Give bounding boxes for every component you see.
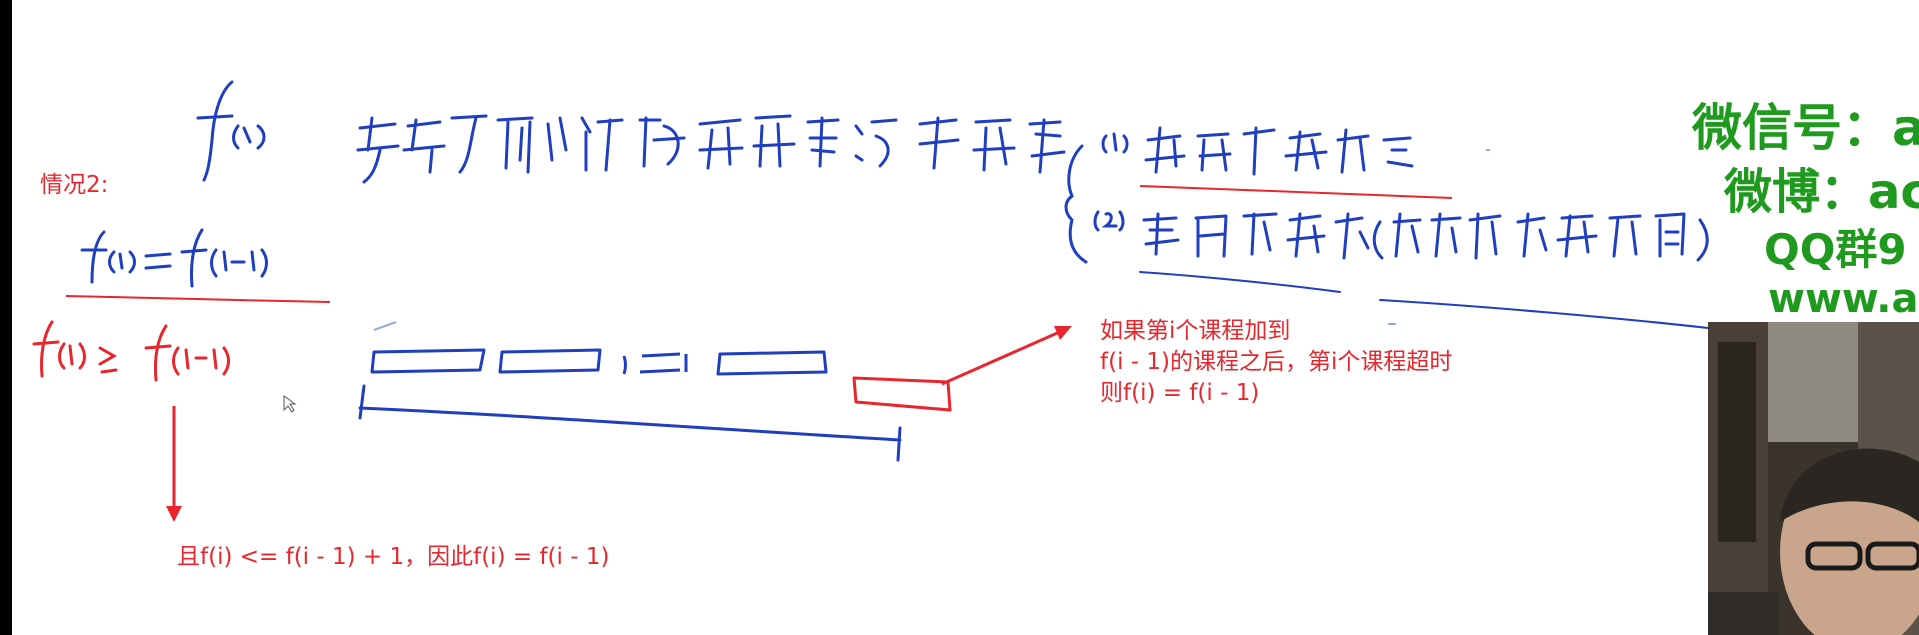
handwriting-description (356, 114, 1066, 184)
cursor-icon (283, 395, 297, 413)
right-note-line: 则f(i) = f(i - 1) (1100, 380, 1260, 406)
watermark-line: 微博：ac (1724, 164, 1919, 220)
webcam-overlay (1708, 322, 1919, 635)
arrow-to-right-note (941, 326, 1072, 386)
handwriting-option-1 (1101, 126, 1414, 176)
handwriting-inequality (32, 320, 230, 382)
time-span-bracket (358, 384, 902, 462)
watermark: 微信号：a 微博：ac QQ群9 www.a (1680, 88, 1919, 328)
blue-underline-option-2 (1139, 271, 1709, 329)
watermark-line: 微信号：a (1692, 99, 1919, 157)
watermark-line: QQ群9 (1764, 225, 1907, 274)
bottom-note: 且f(i) <= f(i - 1) + 1，因此f(i) = f(i - 1) (177, 544, 610, 570)
red-underline-option-1 (1139, 185, 1453, 199)
handwriting-f-i (196, 80, 266, 182)
handwriting-brace (1064, 144, 1088, 264)
course-boxes (370, 348, 828, 376)
faint-strokes (373, 149, 1490, 331)
handwriting-option-2 (1093, 210, 1709, 262)
right-note-line: 如果第i个课程加到 (1100, 318, 1291, 344)
case-label: 情况2: (40, 172, 109, 198)
course-box-overtime (852, 376, 952, 412)
watermark-line: www.a (1768, 276, 1919, 322)
right-note: 如果第i个课程加到 f(i - 1)的课程之后，第i个课程超时 则f(i) = … (1100, 316, 1452, 409)
arrow-down (166, 406, 182, 522)
handwriting-equation-1 (80, 228, 268, 288)
right-note-line: f(i - 1)的课程之后，第i个课程超时 (1100, 349, 1453, 375)
red-underline-equation (65, 295, 331, 303)
window-left-edge (0, 0, 12, 635)
